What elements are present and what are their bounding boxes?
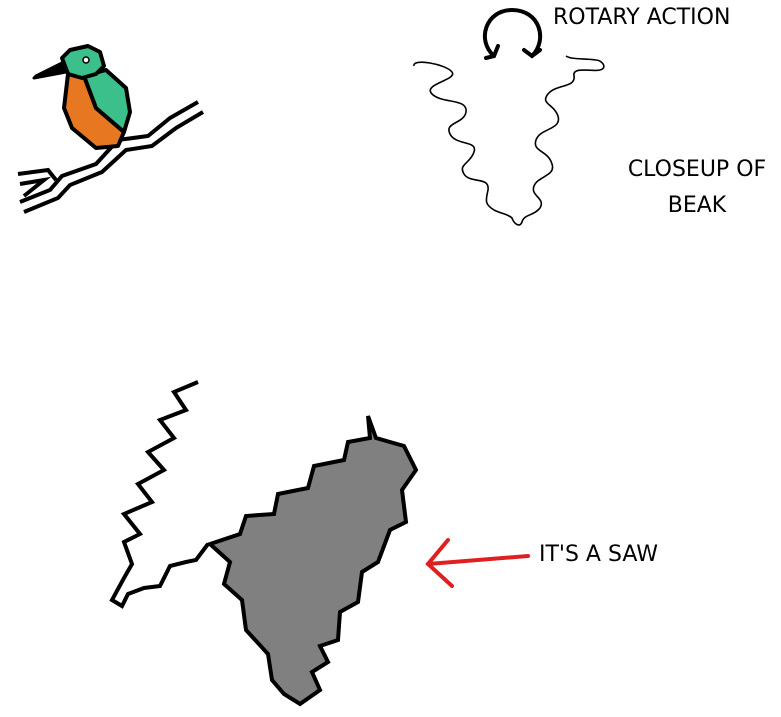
closeup-of-beak-label: CLOSEUP OF BEAK (612, 152, 781, 224)
bird-beak-icon (32, 60, 68, 80)
bird-wing-icon (82, 68, 132, 134)
saw-zigzag-icon (109, 380, 210, 609)
its-a-saw-label: IT'S A SAW (539, 542, 658, 567)
closeup-label-line1: CLOSEUP OF (627, 157, 767, 182)
closeup-label-line2: BEAK (667, 193, 727, 218)
saw-shape-icon (206, 415, 419, 707)
red-arrow-icon (425, 538, 530, 588)
branch-icon (17, 100, 205, 214)
beak-closeup-icon (413, 55, 605, 226)
rotary-action-label: ROTARY ACTION (553, 5, 731, 30)
rotation-arrow-icon (483, 7, 543, 60)
bird-eye-icon (82, 56, 90, 64)
kingfisher-bird-icon (17, 44, 205, 214)
